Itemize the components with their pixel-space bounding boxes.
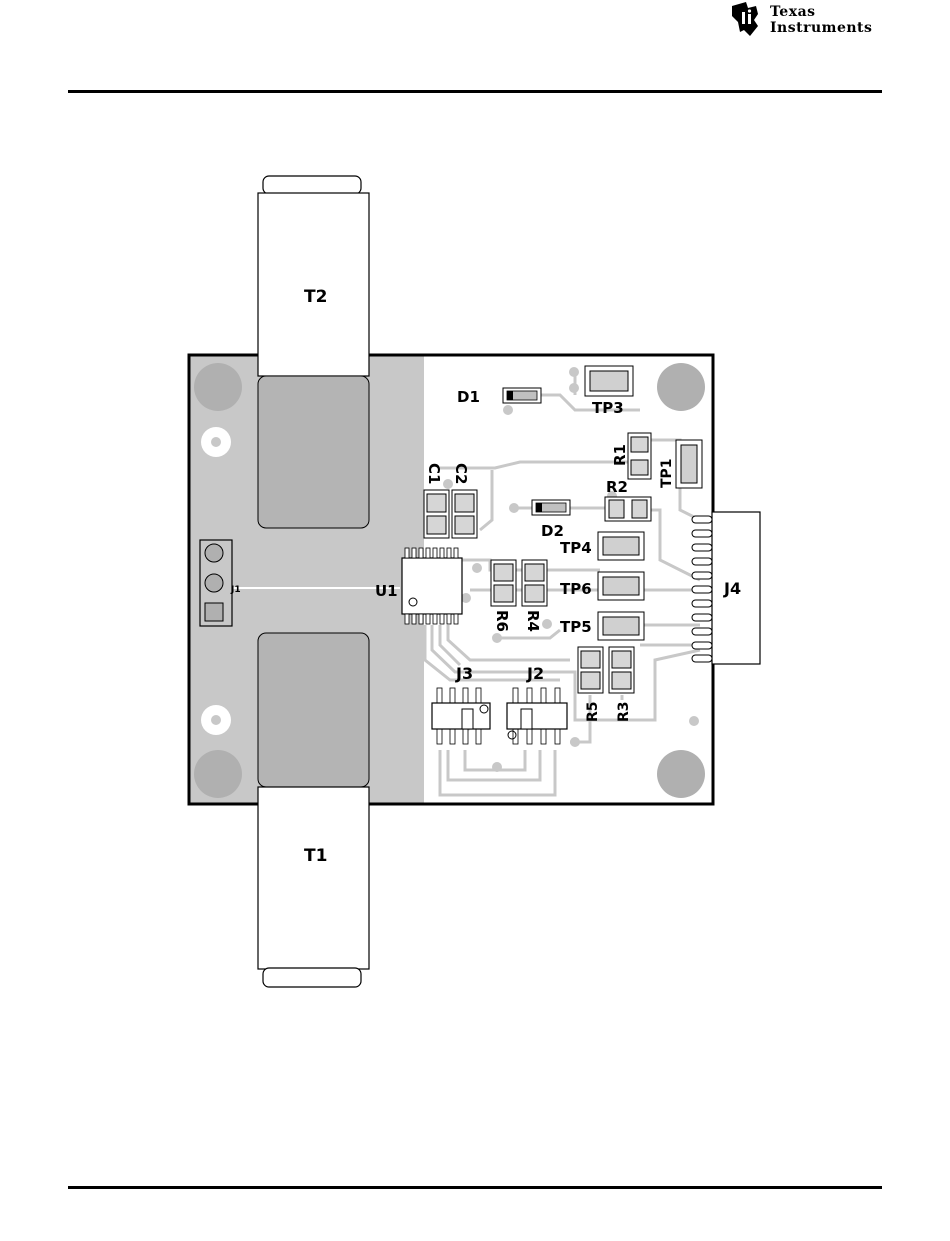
label-c2: C2 (452, 463, 470, 484)
label-r1: R1 (611, 444, 629, 466)
label-t1: T1 (304, 846, 327, 866)
label-r4: R4 (524, 610, 542, 632)
resistor-r2 (605, 497, 651, 521)
label-tp6: TP6 (560, 580, 592, 598)
resistor-r6 (491, 560, 516, 606)
resistor-r5 (578, 647, 603, 693)
diode-d2 (532, 500, 570, 515)
label-tp1: TP1 (659, 458, 675, 488)
transformer-t2 (258, 176, 369, 528)
resistor-r1 (628, 433, 651, 479)
connector-j2 (507, 688, 567, 744)
test-point-tp5 (598, 612, 644, 640)
diode-d1 (503, 388, 541, 403)
label-u1: U1 (375, 582, 398, 600)
label-j1: J1 (230, 585, 241, 595)
label-tp5: TP5 (560, 618, 592, 636)
label-d1: D1 (457, 388, 480, 406)
connector-j3 (432, 688, 490, 744)
label-r6: R6 (493, 610, 511, 632)
label-r5: R5 (585, 701, 601, 722)
label-j3: J3 (455, 664, 473, 683)
ic-u1 (402, 548, 462, 624)
test-point-tp6 (598, 572, 644, 600)
label-tp4: TP4 (560, 539, 592, 557)
label-j4: J4 (723, 579, 741, 598)
label-t2: T2 (304, 287, 327, 307)
test-point-tp4 (598, 532, 644, 560)
label-d2: D2 (541, 522, 564, 540)
test-point-tp3 (585, 366, 633, 396)
label-tp3: TP3 (592, 399, 624, 417)
capacitor-c1 (424, 490, 449, 538)
label-j2: J2 (526, 664, 544, 683)
transformer-t1 (258, 633, 369, 987)
label-r3: R3 (616, 701, 632, 722)
resistor-r3 (609, 647, 634, 693)
resistor-r4 (522, 560, 547, 606)
capacitor-c2 (452, 490, 477, 538)
label-r2: R2 (606, 478, 628, 496)
label-c1: C1 (425, 463, 443, 484)
test-point-tp1 (676, 440, 702, 488)
